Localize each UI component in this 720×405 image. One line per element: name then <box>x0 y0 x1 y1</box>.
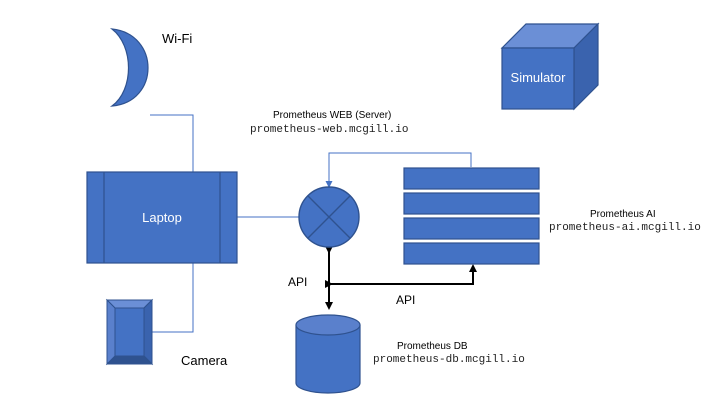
bevel-block-icon <box>105 298 154 366</box>
db-label: Prometheus DB <box>397 341 468 352</box>
db-ai-api-arrow <box>325 264 477 288</box>
laptop-box <box>86 171 238 264</box>
wifi-to-laptop-line <box>150 114 194 172</box>
cube-icon <box>500 22 600 111</box>
ai-host: prometheus-ai.mcgill.io <box>549 222 701 234</box>
stacked-bars-icon <box>403 167 540 265</box>
connector-lines <box>150 114 472 333</box>
api-left-label: API <box>288 275 308 289</box>
simulator-label: Simulator <box>510 70 566 85</box>
camera-label: Camera <box>181 353 228 368</box>
web-server-host: prometheus-web.mcgill.io <box>250 124 409 136</box>
ai-to-web-line <box>325 152 472 188</box>
api-arrows <box>325 246 477 310</box>
crescent-moon-icon <box>109 28 149 107</box>
crossed-circle-icon <box>298 186 360 248</box>
web-server-label: Prometheus WEB (Server) <box>273 110 392 121</box>
db-host: prometheus-db.mcgill.io <box>373 354 525 366</box>
ai-label: Prometheus AI <box>590 209 656 220</box>
laptop-label: Laptop <box>142 210 182 225</box>
cylinder-icon <box>295 314 361 394</box>
api-right-label: API <box>396 293 416 307</box>
wifi-label: Wi-Fi <box>162 31 193 46</box>
laptop-to-camera-line <box>152 263 194 333</box>
